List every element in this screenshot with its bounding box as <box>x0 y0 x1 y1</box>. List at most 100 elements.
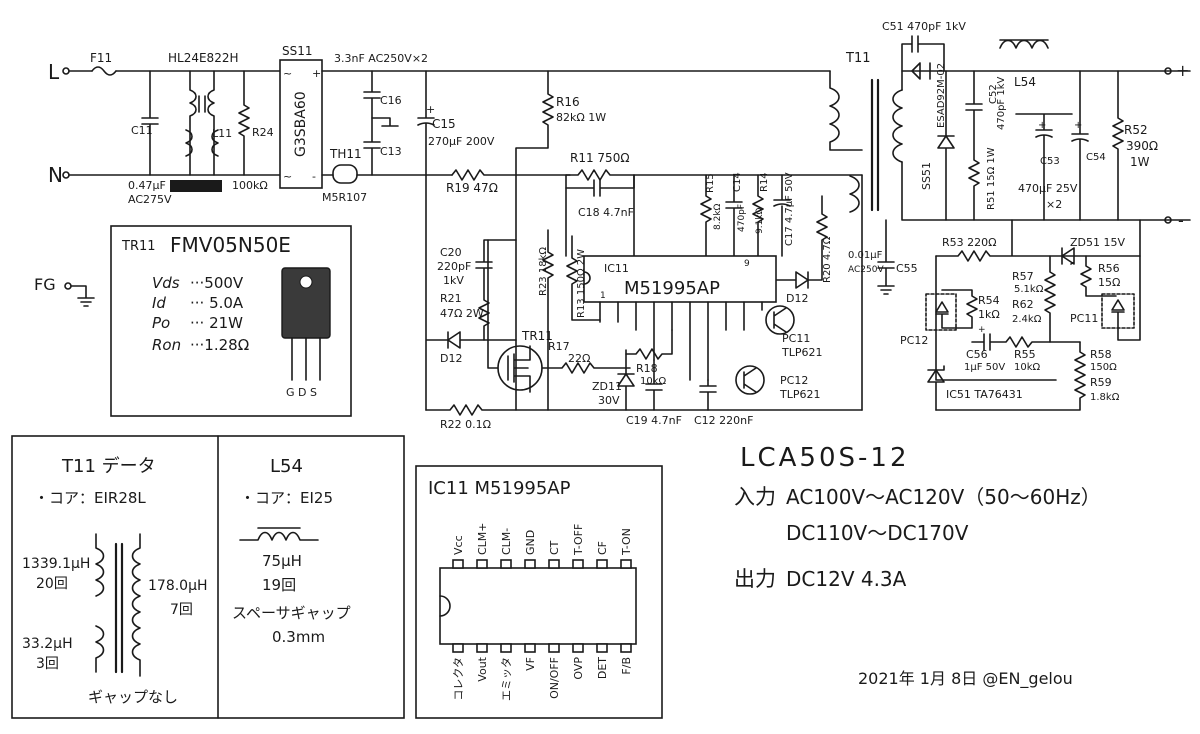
pc12-type: TLP621 <box>779 388 820 401</box>
tr11-spec-key: Ron <box>152 336 181 354</box>
r54-value: 1kΩ <box>978 308 1000 321</box>
tr11-spec-value: ··· 5.0A <box>190 294 244 312</box>
redacted-block <box>170 180 222 192</box>
pc12-label-primary: PC12 <box>780 374 808 387</box>
resistor-r16 <box>515 70 554 411</box>
ic-bottom-pin-label: VF <box>524 657 537 671</box>
capacitor-c14 <box>725 174 743 257</box>
snubber-c20-r21 <box>475 239 517 341</box>
tr11-spec-value: ···1.28Ω <box>190 336 249 354</box>
t11-w2-ind: 178.0μH <box>148 578 208 594</box>
input-dc: DC110V～DC170V <box>786 521 969 545</box>
c17-label: C17 4.7μF 50V <box>784 172 795 246</box>
ic-bottom-pin-label: コレクタ <box>452 657 465 701</box>
ic11-pin1: 1 <box>600 291 606 301</box>
capacitor-c17 <box>773 174 791 257</box>
l11-label: L11 <box>212 127 232 140</box>
t11-gap: ギャップなし <box>88 688 178 706</box>
r22-label: R22 0.1Ω <box>440 418 491 431</box>
hl-label: HL24E822H <box>168 51 239 65</box>
ic11-part: M51995AP <box>624 278 720 299</box>
n-terminal <box>62 171 70 179</box>
pc11-label-primary: PC11 <box>782 332 810 345</box>
c52-value: 470pF 1kV <box>996 76 1007 130</box>
resistor-r52 <box>1112 70 1124 221</box>
output-label: 出力 <box>734 567 776 591</box>
pc11-type: TLP621 <box>781 346 822 359</box>
t11-box-title: T11 データ <box>61 456 156 477</box>
xcap-label: 3.3nF AC250V×2 <box>334 52 428 65</box>
ic-top-pin-label: T-ON <box>620 528 633 556</box>
c55-label: C55 <box>896 262 918 275</box>
svg-text:+: + <box>1038 120 1046 131</box>
fg-ground: FG <box>34 275 95 307</box>
bridge-rectifier-ss11 <box>279 59 323 189</box>
transformer-t11: T11 <box>829 51 1191 221</box>
ic-top-pin-label: GND <box>524 530 537 555</box>
tr11-box-name: TR11 <box>121 239 156 254</box>
line-terminal-label: L <box>48 60 60 84</box>
svg-text:~: ~ <box>283 170 292 183</box>
c15-value: 270μF 200V <box>428 135 495 148</box>
optotransistor-pc12 <box>735 365 765 395</box>
c19-label: C19 4.7nF <box>626 414 682 427</box>
resistor-r23 <box>542 229 554 411</box>
neutral-terminal-label: N <box>48 163 63 187</box>
capacitor-c54 <box>1071 70 1089 221</box>
svg-text:-: - <box>312 170 316 183</box>
output-minus-terminal <box>1164 216 1172 224</box>
ic-box-title: IC11 M51995AP <box>428 478 571 499</box>
r23-label: R23 18kΩ <box>538 247 549 296</box>
r57-label: R57 <box>1012 270 1034 283</box>
l54-gap-size: 0.3mm <box>272 628 325 646</box>
ic-bottom-pin-label: Vout <box>476 656 489 681</box>
c51-label: C51 470pF 1kV <box>882 20 966 33</box>
svg-text:+: + <box>426 103 435 116</box>
ic51-shunt <box>927 365 945 411</box>
r58-label: R58 <box>1090 348 1112 361</box>
l54-box-title: L54 <box>270 456 303 477</box>
r52-watt: 1W <box>1130 155 1150 169</box>
r57-value: 5.1kΩ <box>1014 284 1044 295</box>
tr11-part: FMV05N50E <box>170 233 291 257</box>
tr11-spec-value: ···500V <box>190 274 244 292</box>
svg-text:~: ~ <box>283 67 292 80</box>
c56-label: C56 <box>966 348 988 361</box>
resistor-r18 <box>625 329 673 360</box>
r14-label: R14 <box>759 172 770 192</box>
output-plus-label: + <box>1176 61 1189 80</box>
zener-zd51 <box>1061 247 1075 265</box>
t11-label: T11 <box>845 51 870 66</box>
zd11-label: ZD11 <box>592 380 622 393</box>
zener-zd11 <box>617 349 635 411</box>
capacitor-c19 <box>645 359 663 411</box>
resistor-r11 <box>565 169 635 181</box>
output-spec: DC12V 4.3A <box>786 567 907 591</box>
thermistor-th11 <box>332 164 358 184</box>
ic11-label: IC11 <box>604 262 629 275</box>
ic-top-pin <box>620 559 632 569</box>
r16-value: 82kΩ 1W <box>556 111 606 124</box>
model-name: LCA50S-12 <box>740 443 909 473</box>
r55-value: 10kΩ <box>1014 362 1041 373</box>
capacitor-c12 <box>699 379 717 411</box>
resistor-r17 <box>541 362 631 374</box>
ic-bottom-pin <box>476 643 488 653</box>
c53-count: ×2 <box>1046 198 1062 211</box>
tr11-spec-key: Vds <box>152 274 180 292</box>
r55-label: R55 <box>1014 348 1036 361</box>
fuse-f11 <box>91 66 117 76</box>
c20-value: 220pF <box>437 260 471 273</box>
ic-bottom-pin <box>596 643 608 653</box>
c52-r51 <box>965 70 983 221</box>
c56-r55 <box>971 333 1081 351</box>
output-minus-label: - <box>1178 211 1184 230</box>
r62-value: 2.4kΩ <box>1012 314 1042 325</box>
fg-label: FG <box>34 275 56 294</box>
capacitor-c15 <box>417 70 435 176</box>
r21-label: R21 <box>440 292 462 305</box>
tr11-spec-key: Id <box>152 294 166 312</box>
credit: 2021年 1月 8日 @EN_gelou <box>858 669 1073 689</box>
pc12-led-box <box>925 293 957 331</box>
r15-label: R15 <box>705 173 716 193</box>
